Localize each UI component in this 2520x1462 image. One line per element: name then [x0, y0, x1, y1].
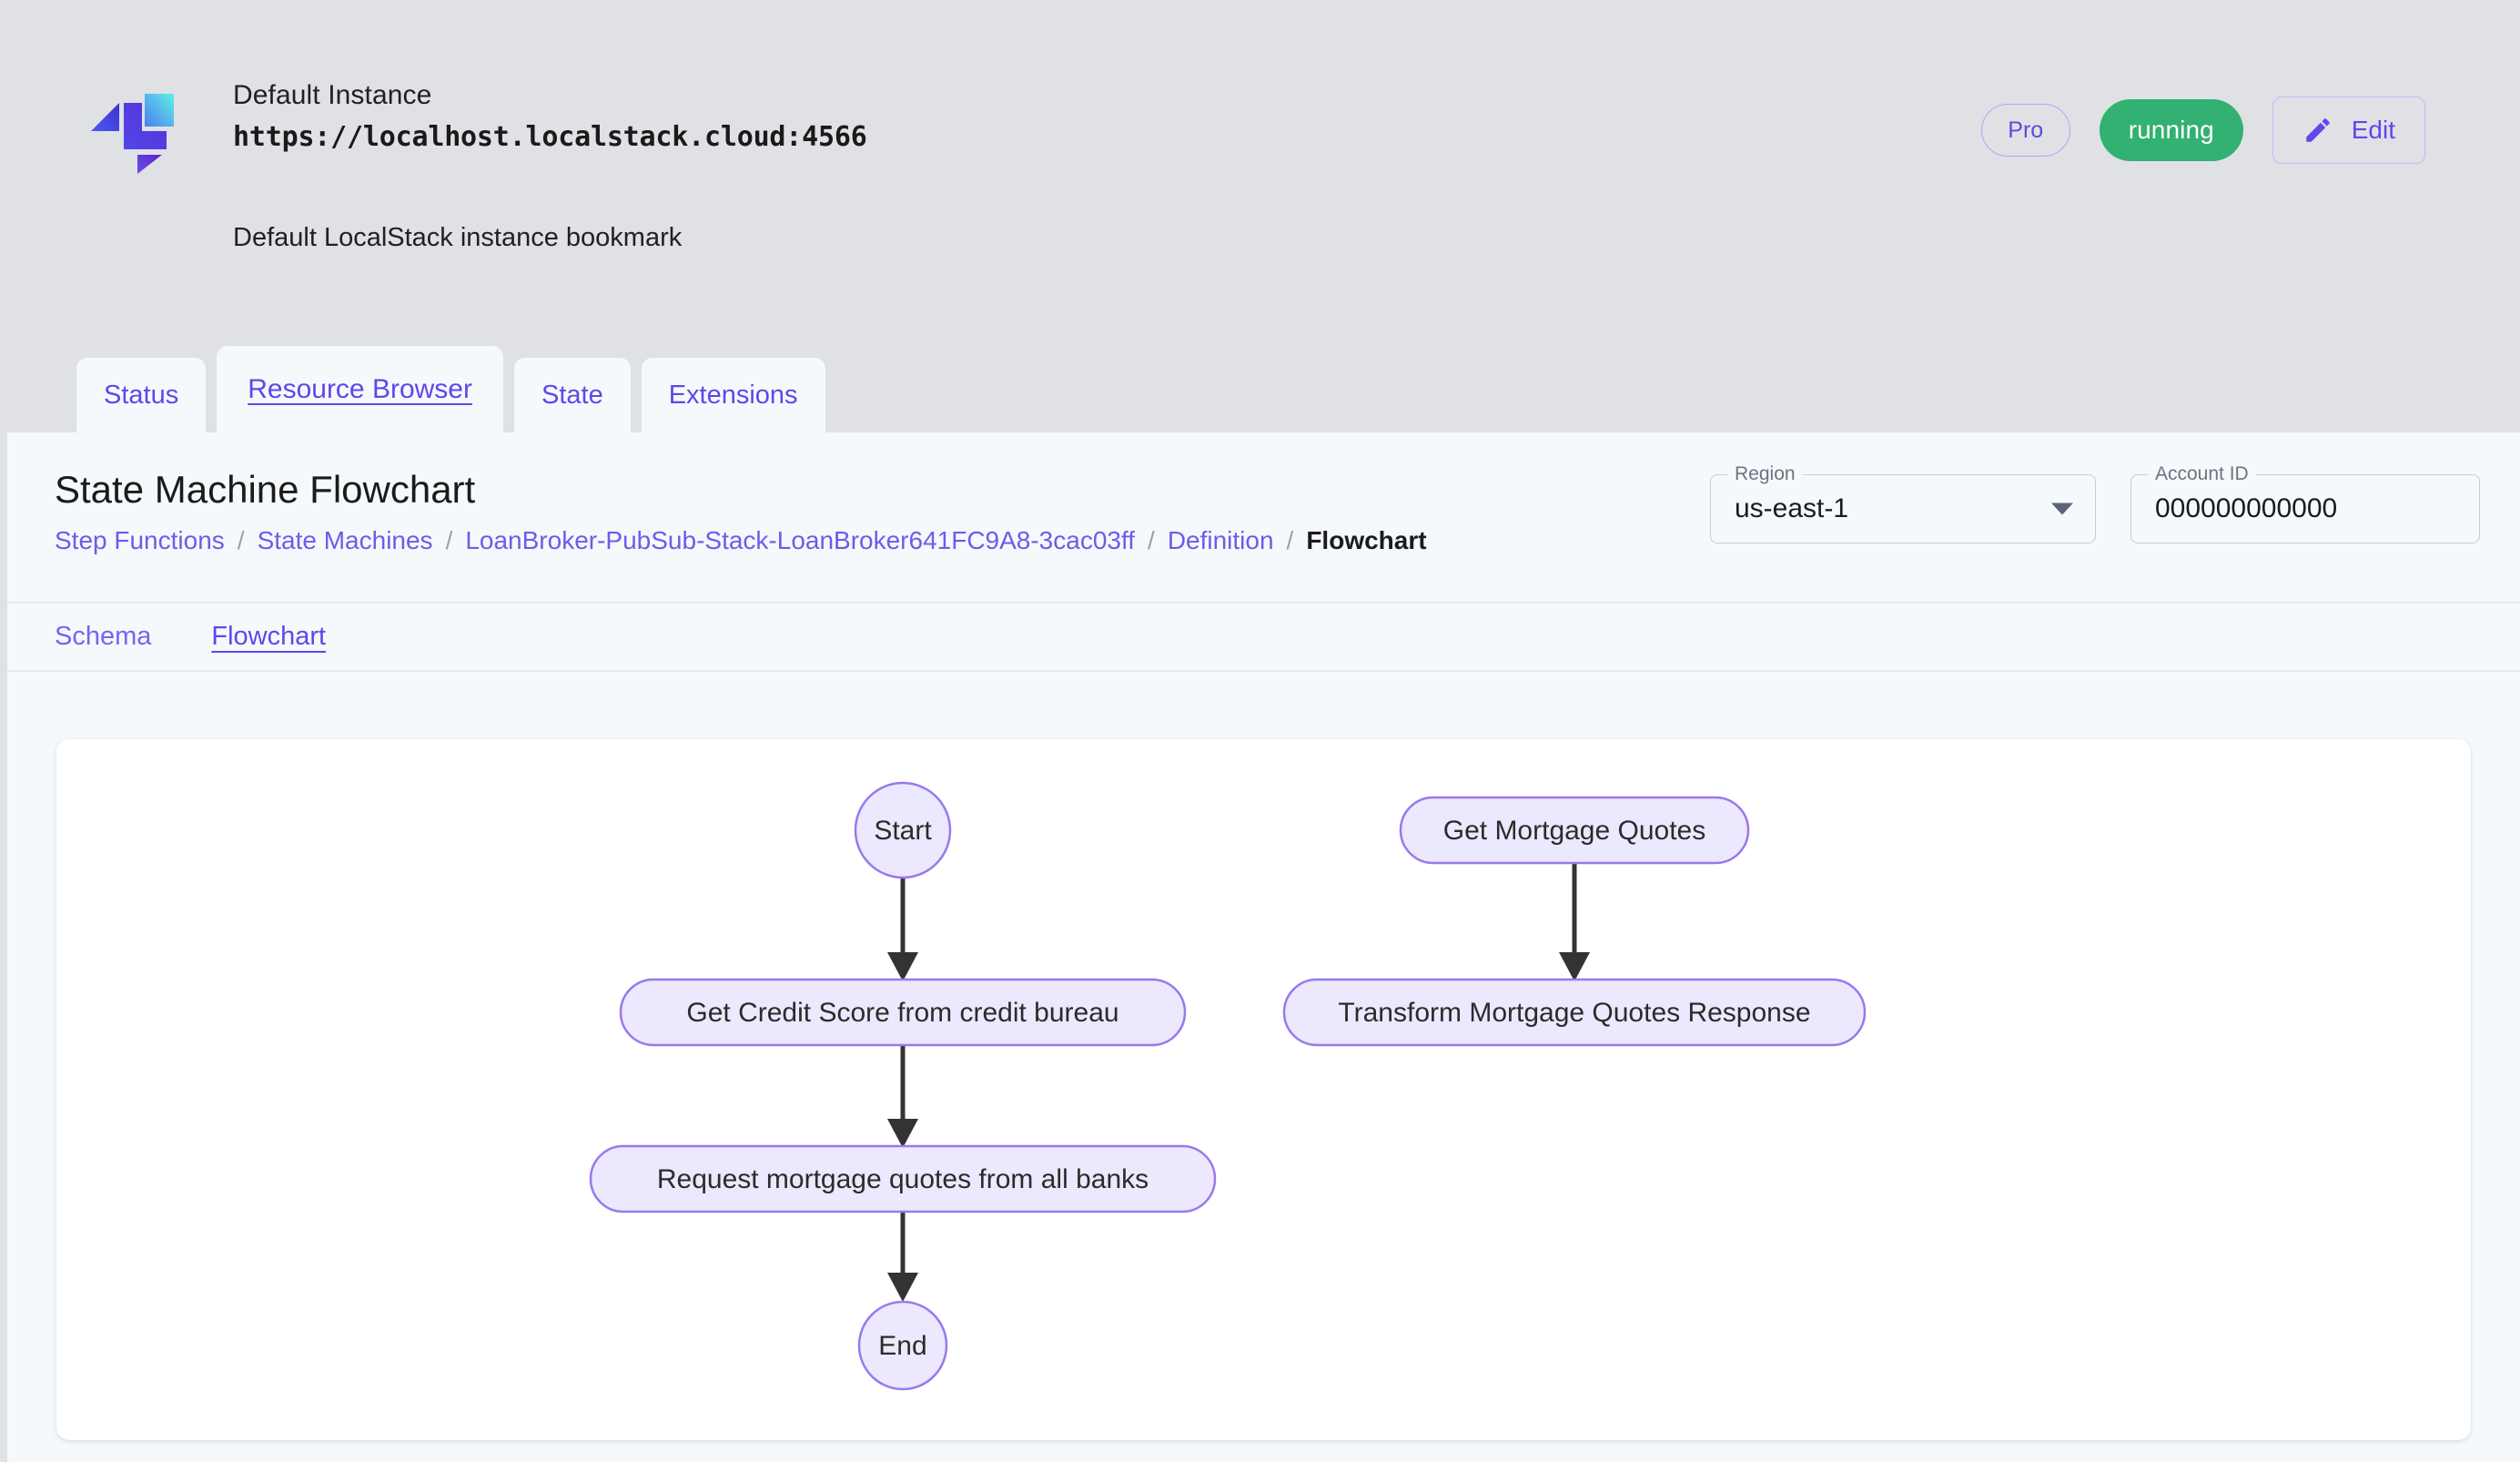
edit-button[interactable]: Edit — [2272, 96, 2425, 164]
edit-button-label: Edit — [2351, 116, 2395, 144]
flowchart-canvas[interactable]: Start Get Credit Score from credit burea… — [56, 739, 2471, 1440]
tab-status[interactable]: Status — [76, 358, 207, 432]
flow-node-get-credit-score[interactable]: Get Credit Score from credit bureau — [619, 978, 1187, 1047]
content-area: State Machine Flowchart Step Functions /… — [7, 432, 2520, 1462]
account-id-label: Account ID — [2148, 463, 2256, 485]
title-bar: State Machine Flowchart Step Functions /… — [7, 432, 2520, 604]
breadcrumb-item-definition[interactable]: Definition — [1167, 526, 1274, 554]
flow-node-request-mortgage-quotes[interactable]: Request mortgage quotes from all banks — [589, 1144, 1217, 1213]
sub-tab-schema[interactable]: Schema — [55, 622, 152, 651]
breadcrumb-separator: / — [1286, 526, 1294, 554]
flow-node-get-mortgage-quotes-label: Get Mortgage Quotes — [1443, 816, 1706, 846]
scope-fields: Region us-east-1 Account ID 000000000000 — [1710, 463, 2480, 543]
breadcrumb-separator: / — [1148, 526, 1155, 554]
region-value: us-east-1 — [1735, 493, 1849, 523]
flowchart-card: Start Get Credit Score from credit burea… — [56, 739, 2471, 1440]
pro-badge[interactable]: Pro — [1980, 104, 2070, 157]
flow-node-start-label: Start — [874, 816, 932, 846]
tab-extensions[interactable]: Extensions — [641, 358, 825, 432]
flow-node-transform-mortgage-quotes-response[interactable]: Transform Mortgage Quotes Response — [1282, 978, 1867, 1047]
flow-node-transform-mortgage-quotes-response-label: Transform Mortgage Quotes Response — [1338, 998, 1810, 1028]
sub-tab-flowchart[interactable]: Flowchart — [211, 622, 327, 651]
localstack-logo-icon — [89, 83, 175, 174]
instance-name: Default Instance — [233, 80, 432, 110]
page-title: State Machine Flowchart — [55, 468, 476, 511]
pencil-icon — [2302, 115, 2333, 146]
flow-edge-getquotes-to-transform — [1559, 863, 1590, 981]
instance-header: Default Instance https://localhost.local… — [0, 0, 2520, 432]
breadcrumb: Step Functions / State Machines / LoanBr… — [55, 524, 1427, 557]
breadcrumb-item-flowchart: Flowchart — [1306, 526, 1427, 554]
chevron-down-icon[interactable] — [2051, 503, 2073, 515]
breadcrumb-item-step-functions[interactable]: Step Functions — [55, 526, 225, 554]
instance-description: Default LocalStack instance bookmark — [233, 223, 683, 252]
region-select[interactable]: Region us-east-1 — [1710, 463, 2096, 543]
flow-node-get-mortgage-quotes[interactable]: Get Mortgage Quotes — [1399, 796, 1750, 865]
flow-node-end[interactable]: End — [857, 1300, 948, 1391]
tab-state[interactable]: State — [513, 358, 631, 432]
flow-node-end-label: End — [878, 1331, 926, 1361]
breadcrumb-item-state-machines[interactable]: State Machines — [257, 526, 433, 554]
account-id-field[interactable]: Account ID 000000000000 — [2130, 463, 2480, 543]
flow-node-start[interactable]: Start — [854, 781, 952, 879]
flow-edge-request-to-end — [887, 1212, 918, 1302]
flow-node-get-credit-score-label: Get Credit Score from credit bureau — [686, 998, 1118, 1028]
flow-edge-start-to-credit — [887, 878, 918, 981]
header-actions: Pro running Edit — [1980, 96, 2425, 164]
flow-node-request-mortgage-quotes-label: Request mortgage quotes from all banks — [657, 1164, 1149, 1194]
flow-edge-credit-to-request — [887, 1045, 918, 1148]
instance-endpoint-url: https://localhost.localstack.cloud:4566 — [233, 121, 867, 153]
status-badge: running — [2099, 99, 2243, 161]
region-label: Region — [1727, 463, 1803, 485]
tab-resource-browser[interactable]: Resource Browser — [217, 346, 503, 432]
breadcrumb-separator: / — [445, 526, 453, 554]
main-tab-bar: Status Resource Browser State Extensions — [76, 346, 825, 432]
breadcrumb-separator: / — [237, 526, 245, 554]
instance-identity: Default Instance https://localhost.local… — [89, 77, 867, 174]
breadcrumb-item-state-machine-name[interactable]: LoanBroker-PubSub-Stack-LoanBroker641FC9… — [465, 526, 1136, 554]
sub-tab-bar: Schema Flowchart — [7, 604, 2520, 672]
account-id-value: 000000000000 — [2155, 493, 2338, 523]
